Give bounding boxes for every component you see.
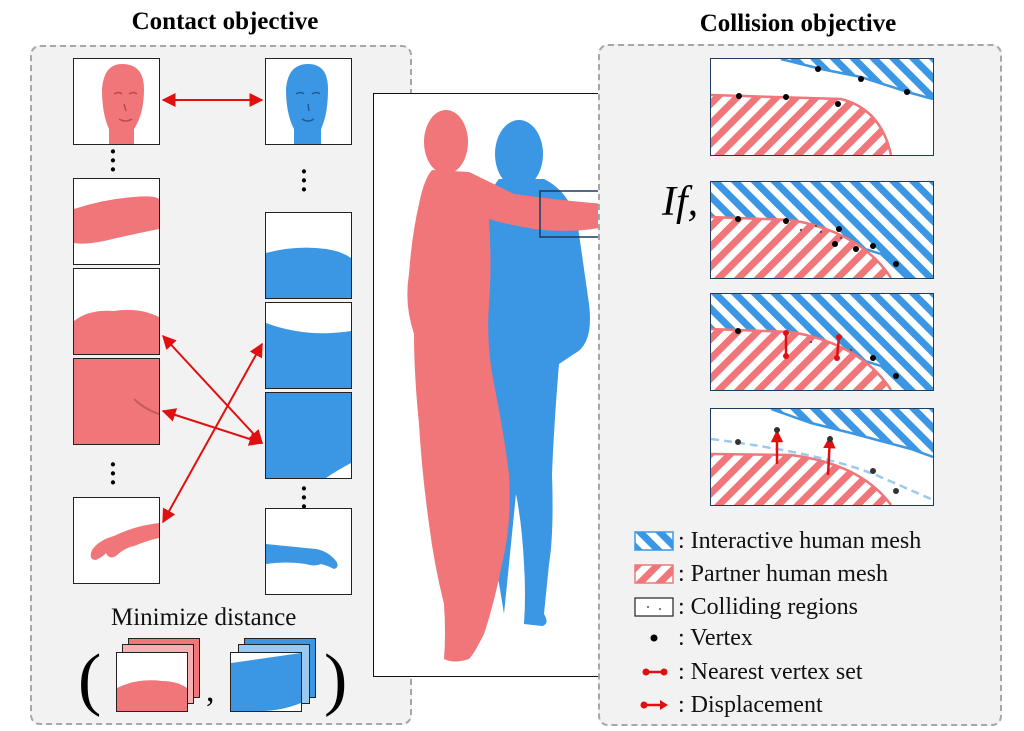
partner-back-thumbnail [73, 358, 160, 445]
contact-objective-title: Contact objective [131, 8, 319, 35]
interactive-back-thumbnail [265, 392, 352, 479]
collision-zoom-no-overlap [710, 58, 934, 156]
vertical-ellipsis: ··· [299, 157, 309, 204]
two-person-interaction-figure [373, 93, 631, 677]
legend-colliding-regions: : Colliding regions [634, 593, 858, 621]
collision-zoom-displacement [710, 408, 934, 506]
partner-face-thumbnail [73, 58, 160, 145]
partner-human-mesh [407, 110, 613, 662]
interactive-face-thumbnail [265, 58, 352, 145]
collision-zoom-overlap [710, 181, 934, 279]
interactive-chest-thumbnail [265, 212, 352, 299]
minimize-distance-caption: Minimize distance [111, 604, 297, 631]
vertical-ellipsis: ··· [108, 137, 118, 184]
interactive-shoulder-thumbnail [265, 302, 352, 389]
legend-label: : Nearest vertex set [678, 658, 863, 685]
legend-partner-mesh: : Partner human mesh [634, 560, 888, 588]
legend-label: : Interactive human mesh [678, 527, 922, 554]
close-paren: ) [324, 641, 348, 718]
partner-shoulder-thumbnail [73, 268, 160, 355]
collision-zoom-nearest-vertex [710, 293, 934, 391]
dotted-region-icon [634, 597, 674, 617]
collision-objective-title: Collision objective [699, 10, 897, 37]
red-hatch-icon [634, 564, 674, 584]
interactive-hand-thumbnail [265, 508, 352, 595]
open-paren: ( [78, 641, 102, 718]
if-condition-label: If, [662, 179, 699, 225]
partner-patch-stack-front [116, 652, 188, 712]
legend-interactive-mesh: : Interactive human mesh [634, 527, 921, 555]
vertex-dot-icon [634, 628, 674, 648]
partner-arm-thumbnail [73, 178, 160, 265]
comma: , [206, 672, 215, 709]
legend-label: : Colliding regions [678, 593, 858, 620]
interactive-patch-stack-front [230, 652, 302, 712]
legend-label: : Partner human mesh [678, 560, 888, 587]
nearest-vertex-set-icon [634, 662, 674, 682]
legend-label: : Displacement [678, 691, 823, 718]
vertical-ellipsis: ··· [108, 450, 118, 497]
legend-vertex: : Vertex [634, 624, 753, 652]
vertical-ellipsis: ··· [299, 474, 309, 521]
interactive-human-mesh [418, 120, 590, 626]
legend-displacement: : Displacement [634, 691, 823, 719]
blue-hatch-icon [634, 531, 674, 551]
displacement-arrow-icon [634, 695, 674, 715]
legend-nearest-vertex-set: : Nearest vertex set [634, 658, 863, 686]
partner-hand-thumbnail [73, 497, 160, 584]
legend-label: : Vertex [678, 624, 753, 651]
